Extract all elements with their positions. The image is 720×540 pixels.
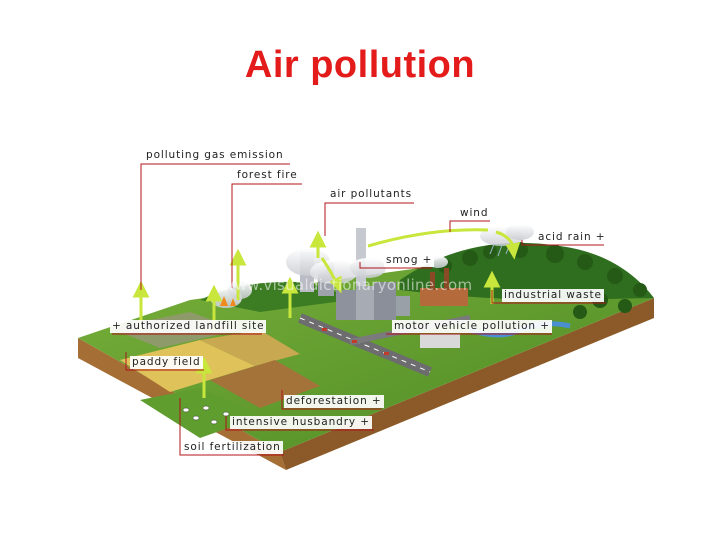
label-air-pollutants: air pollutants <box>330 188 412 200</box>
leader-wind <box>449 220 490 232</box>
building <box>336 290 356 320</box>
label-paddy-field: paddy field <box>130 356 203 369</box>
factory <box>420 268 468 348</box>
building <box>356 286 374 320</box>
leader-paddy-field <box>125 352 204 371</box>
tower <box>356 228 366 286</box>
forest-fire-smoke <box>228 281 252 299</box>
label-acid-rain: acid rain + <box>538 231 606 243</box>
highway-markings <box>299 317 431 373</box>
chimney <box>444 268 449 290</box>
leader-smog <box>359 262 432 269</box>
leader-industrial-waste <box>491 290 606 304</box>
tree <box>483 245 497 259</box>
vehicles <box>322 328 389 355</box>
tree <box>573 305 587 319</box>
livestock <box>182 405 230 425</box>
leader-deforestation <box>281 390 382 410</box>
leader-air-pollutants <box>324 202 414 236</box>
building <box>396 296 410 316</box>
watermark: www.visualdictionaryonline.com <box>222 276 473 294</box>
tree <box>607 268 623 284</box>
factory-hall <box>420 288 468 306</box>
acid-rain-cloud <box>506 224 534 240</box>
tree <box>577 254 593 270</box>
label-smog: smog + <box>384 254 435 267</box>
leader-soil-fertilization <box>179 398 284 456</box>
wind-arrow <box>367 228 521 260</box>
label-industrial-waste: industrial waste <box>502 289 604 302</box>
label-intensive-husbandry: intensive husbandry + <box>230 416 372 429</box>
warehouse <box>420 334 460 348</box>
tree <box>618 299 632 313</box>
tree <box>546 245 564 263</box>
label-forest-fire: forest fire <box>237 169 298 181</box>
leader-husbandry <box>225 416 374 431</box>
soil-right-side <box>280 298 654 470</box>
leader-acid-rain <box>521 240 604 246</box>
field-strip <box>200 330 300 366</box>
page-title: Air pollution <box>244 44 476 86</box>
label-polluting-gas-emission: polluting gas emission <box>146 149 284 161</box>
leader-polluting-gas <box>140 163 290 290</box>
label-deforestation: deforestation + <box>284 395 384 408</box>
chimney <box>430 272 435 290</box>
label-wind: wind <box>460 207 489 219</box>
label-motor-vehicle-pollution: motor vehicle pollution + <box>392 320 552 333</box>
label-authorized-landfill-site: + authorized landfill site <box>110 320 267 333</box>
forest-fire-flames <box>220 296 236 306</box>
building <box>374 282 396 320</box>
label-soil-fertilization: soil fertilization <box>182 441 283 454</box>
leader-lines <box>112 163 606 456</box>
leader-forest-fire <box>231 183 302 288</box>
smog-cloud <box>310 260 358 284</box>
tree <box>462 250 478 266</box>
tree <box>633 283 647 297</box>
